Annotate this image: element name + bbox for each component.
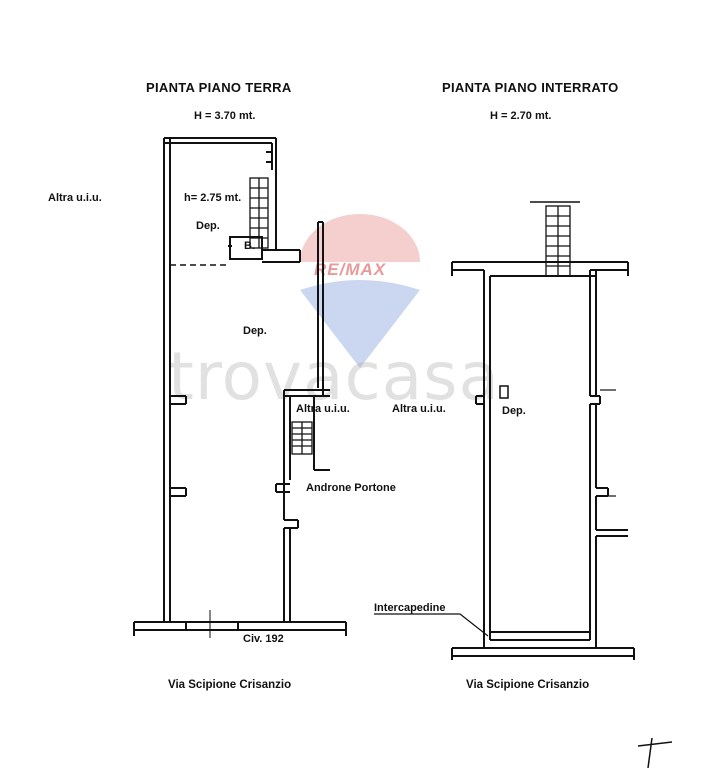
other-unit-right-label: Altra u.i.u.	[296, 403, 350, 415]
basement-stairs	[530, 201, 580, 277]
basement-other-unit-label: Altra u.i.u.	[392, 403, 446, 415]
hallway-label: Androne Portone	[306, 482, 396, 494]
civic-number-label: Civ. 192	[243, 633, 284, 645]
ground-floor-height: H = 3.70 mt.	[194, 110, 256, 122]
trovacasa-watermark: trovacasa	[168, 338, 501, 415]
ground-floor-building-stairs	[291, 421, 313, 455]
ground-floor-mezzanine-stairs	[249, 177, 269, 249]
ground-floor-title: PIANTA PIANO TERRA	[146, 80, 292, 95]
ground-floor-street-label: Via Scipione Crisanzio	[168, 679, 292, 691]
remax-logo-text: RE/MAX	[314, 260, 387, 279]
basement-storage-label: Dep.	[502, 405, 526, 417]
other-unit-left-label: Altra u.i.u.	[48, 192, 102, 204]
storage-main-label: Dep.	[243, 325, 267, 337]
basement-height: H = 2.70 mt.	[490, 110, 552, 122]
ground-floor-walls	[133, 137, 347, 638]
basement-walls	[451, 261, 635, 660]
basement-street-label: Via Scipione Crisanzio	[466, 679, 590, 691]
storage-small-label: Dep.	[196, 220, 220, 232]
basement-title: PIANTA PIANO INTERRATO	[442, 80, 619, 95]
bath-label: B.	[244, 240, 255, 252]
mezzanine-height-label: h= 2.75 mt.	[184, 192, 242, 204]
cavity-label: Intercapedine	[374, 602, 446, 614]
